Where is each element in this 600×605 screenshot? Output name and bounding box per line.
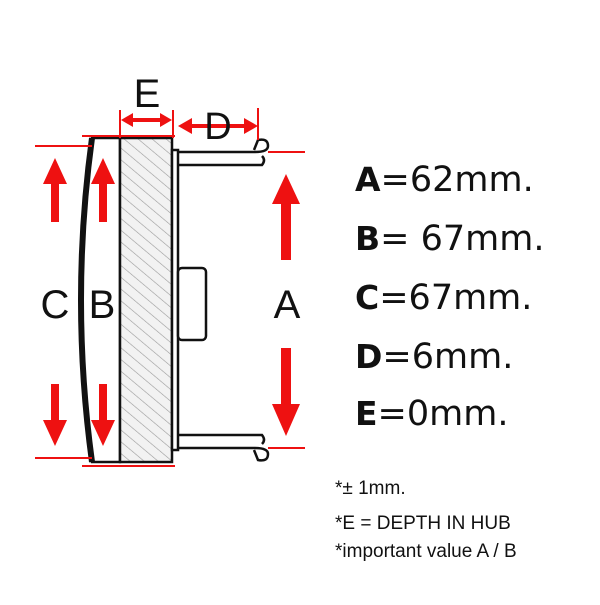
b-arrow-up bbox=[91, 158, 115, 222]
spec-a-letter: A bbox=[355, 160, 381, 199]
cap-insert-hatched bbox=[118, 136, 174, 464]
spec-c-letter: C bbox=[355, 278, 380, 317]
c-arrow-up bbox=[43, 158, 67, 222]
bottom-clip bbox=[178, 433, 270, 462]
c-arrow-down bbox=[43, 384, 67, 446]
note-tolerance: *± 1mm. bbox=[335, 478, 406, 499]
e-dimension-arrow bbox=[121, 113, 172, 127]
label-a: A bbox=[274, 283, 301, 327]
cap-face-edge bbox=[78, 137, 95, 463]
spec-a: A=62mm. bbox=[355, 160, 534, 200]
cap-center-bump bbox=[176, 266, 208, 342]
spec-c: C=67mm. bbox=[355, 278, 532, 318]
label-d: D bbox=[204, 106, 231, 148]
label-c: C bbox=[41, 283, 70, 327]
spec-d-value: =6mm. bbox=[382, 337, 514, 377]
spec-d-letter: D bbox=[355, 337, 383, 376]
spec-d: D=6mm. bbox=[355, 337, 513, 377]
spec-b-value: = 67mm. bbox=[380, 219, 545, 259]
b-arrow-down bbox=[91, 384, 115, 446]
note-important: *important value A / B bbox=[335, 541, 517, 562]
spec-e: E=0mm. bbox=[355, 394, 508, 434]
label-e: E bbox=[134, 72, 161, 116]
top-clip bbox=[178, 138, 270, 167]
spec-b-letter: B bbox=[355, 219, 381, 258]
a-arrow-down bbox=[272, 348, 300, 436]
label-b: B bbox=[89, 283, 116, 327]
d-dimension-arrow bbox=[178, 118, 258, 134]
a-arrow-up bbox=[272, 174, 300, 260]
spec-b: B= 67mm. bbox=[355, 219, 544, 259]
spec-a-value: =62mm. bbox=[380, 160, 534, 200]
note-depth: *E = DEPTH IN HUB bbox=[335, 513, 511, 534]
spec-e-letter: E bbox=[355, 394, 378, 433]
spec-c-value: =67mm. bbox=[379, 278, 533, 318]
spec-e-value: =0mm. bbox=[377, 394, 509, 434]
